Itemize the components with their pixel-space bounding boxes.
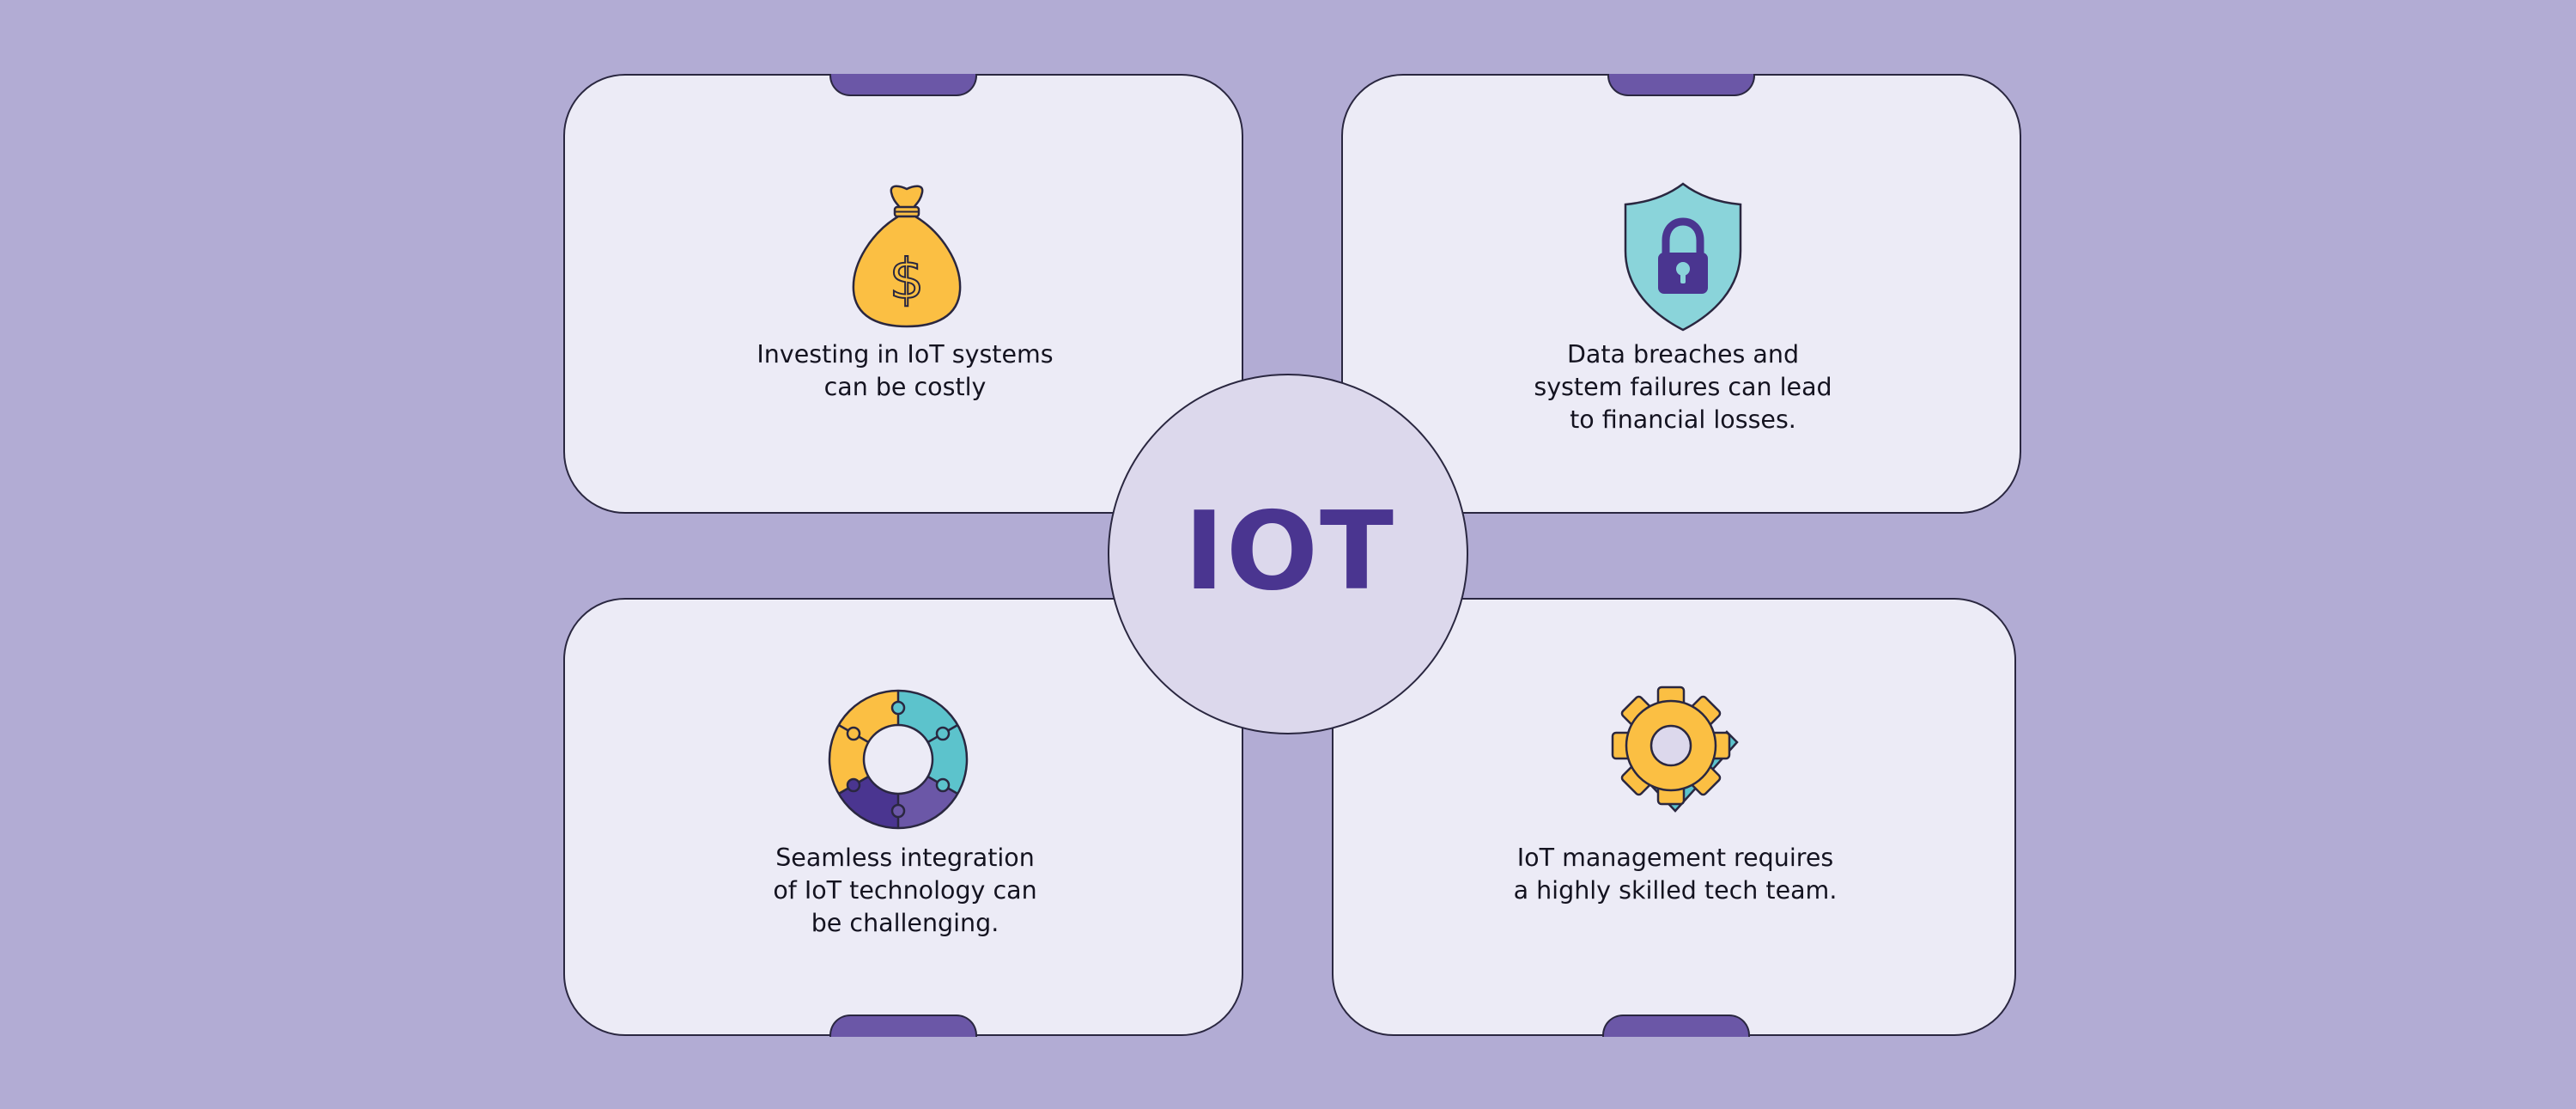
- card-skills: IoT management requires a highly skilled…: [1332, 598, 2016, 1037]
- shield-lock-icon: [1624, 182, 1742, 332]
- card-text: Investing in IoT systems can be costly: [756, 340, 1054, 401]
- card-integration: Seamless integration of IoT technology c…: [563, 598, 1243, 1037]
- card-tab: [1602, 1014, 1750, 1037]
- card-text: Data breaches and system failures can le…: [1534, 340, 1832, 434]
- card-text: Seamless integration of IoT technology c…: [773, 844, 1037, 937]
- center-title: IOT: [1184, 487, 1395, 614]
- card-cost: $ Investing in IoT systems can be costly: [563, 73, 1243, 514]
- puzzle-ring-icon: [828, 689, 969, 830]
- card-tab: [829, 73, 977, 96]
- card-tab: [1607, 73, 1755, 96]
- gear-check-icon: [1611, 686, 1739, 813]
- money-bag-icon: $: [852, 185, 962, 328]
- card-tab: [829, 1014, 977, 1037]
- center-circle: IOT: [1108, 374, 1468, 734]
- card-text: IoT management requires a highly skilled…: [1513, 844, 1838, 905]
- card-security: Data breaches and system failures can le…: [1341, 73, 2021, 514]
- svg-text:$: $: [890, 248, 925, 312]
